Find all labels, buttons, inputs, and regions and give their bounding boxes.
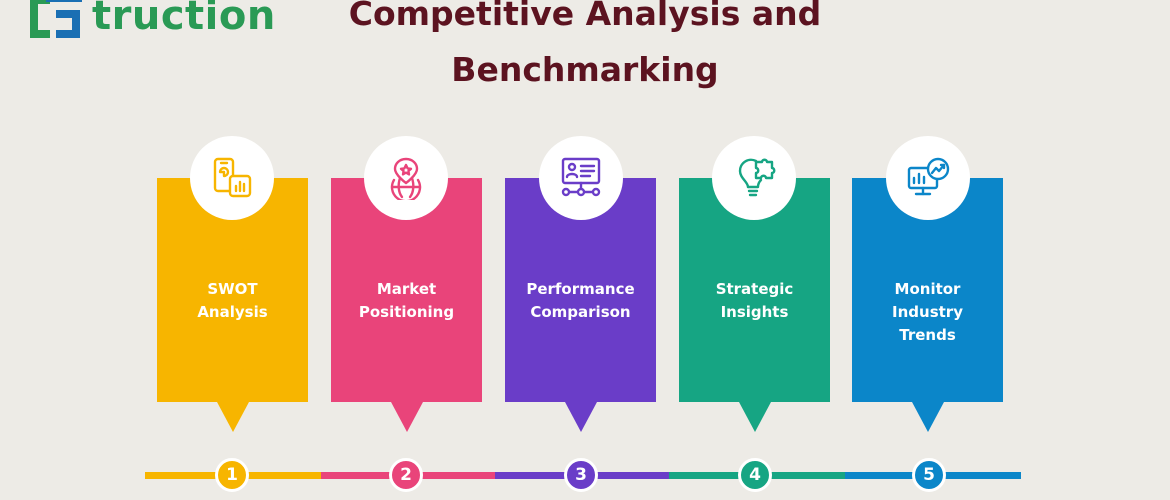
globe-location-pin-icon: [390, 157, 422, 200]
bracket-logo-icon: [30, 0, 82, 38]
card-pointer: [564, 402, 597, 432]
step-label: Market Positioning: [358, 280, 455, 321]
step-label: Strategic Insights: [715, 280, 794, 321]
step-icon-circle: [539, 136, 623, 220]
step-card-monitor-industry-trends: Monitor Industry Trends: [852, 178, 1003, 432]
step-label: Performance Comparison: [526, 280, 635, 321]
profile-board-network-icon: [561, 157, 601, 197]
step-icon-circle: [364, 136, 448, 220]
step-number-badge: 5: [912, 458, 946, 492]
step-icon-circle: [712, 136, 796, 220]
card-pointer: [216, 402, 249, 432]
step-card-performance-comparison: Performance Comparison: [505, 178, 656, 432]
step-number-badge: 4: [738, 458, 772, 492]
lightbulb-puzzle-icon: [738, 158, 776, 197]
step-number-badge: 1: [215, 458, 249, 492]
step-number-badge: 2: [389, 458, 423, 492]
brand-logo: truction: [24, 0, 276, 48]
step-icon-circle: [190, 136, 274, 220]
step-label: Monitor Industry Trends: [892, 280, 963, 344]
card-pointer: [738, 402, 771, 432]
page-title: Competitive Analysis and Benchmarking: [348, 0, 822, 89]
card-pointer: [390, 402, 423, 432]
step-card-market-positioning: Market Positioning: [331, 178, 482, 432]
monitor-trend-icon: [907, 157, 950, 196]
phone-chart-icon: [213, 157, 252, 198]
step-number-badge: 3: [564, 458, 598, 492]
step-label: SWOT Analysis: [197, 280, 268, 321]
logo-text: truction: [92, 0, 276, 39]
step-icon-circle: [886, 136, 970, 220]
card-pointer: [911, 402, 944, 432]
